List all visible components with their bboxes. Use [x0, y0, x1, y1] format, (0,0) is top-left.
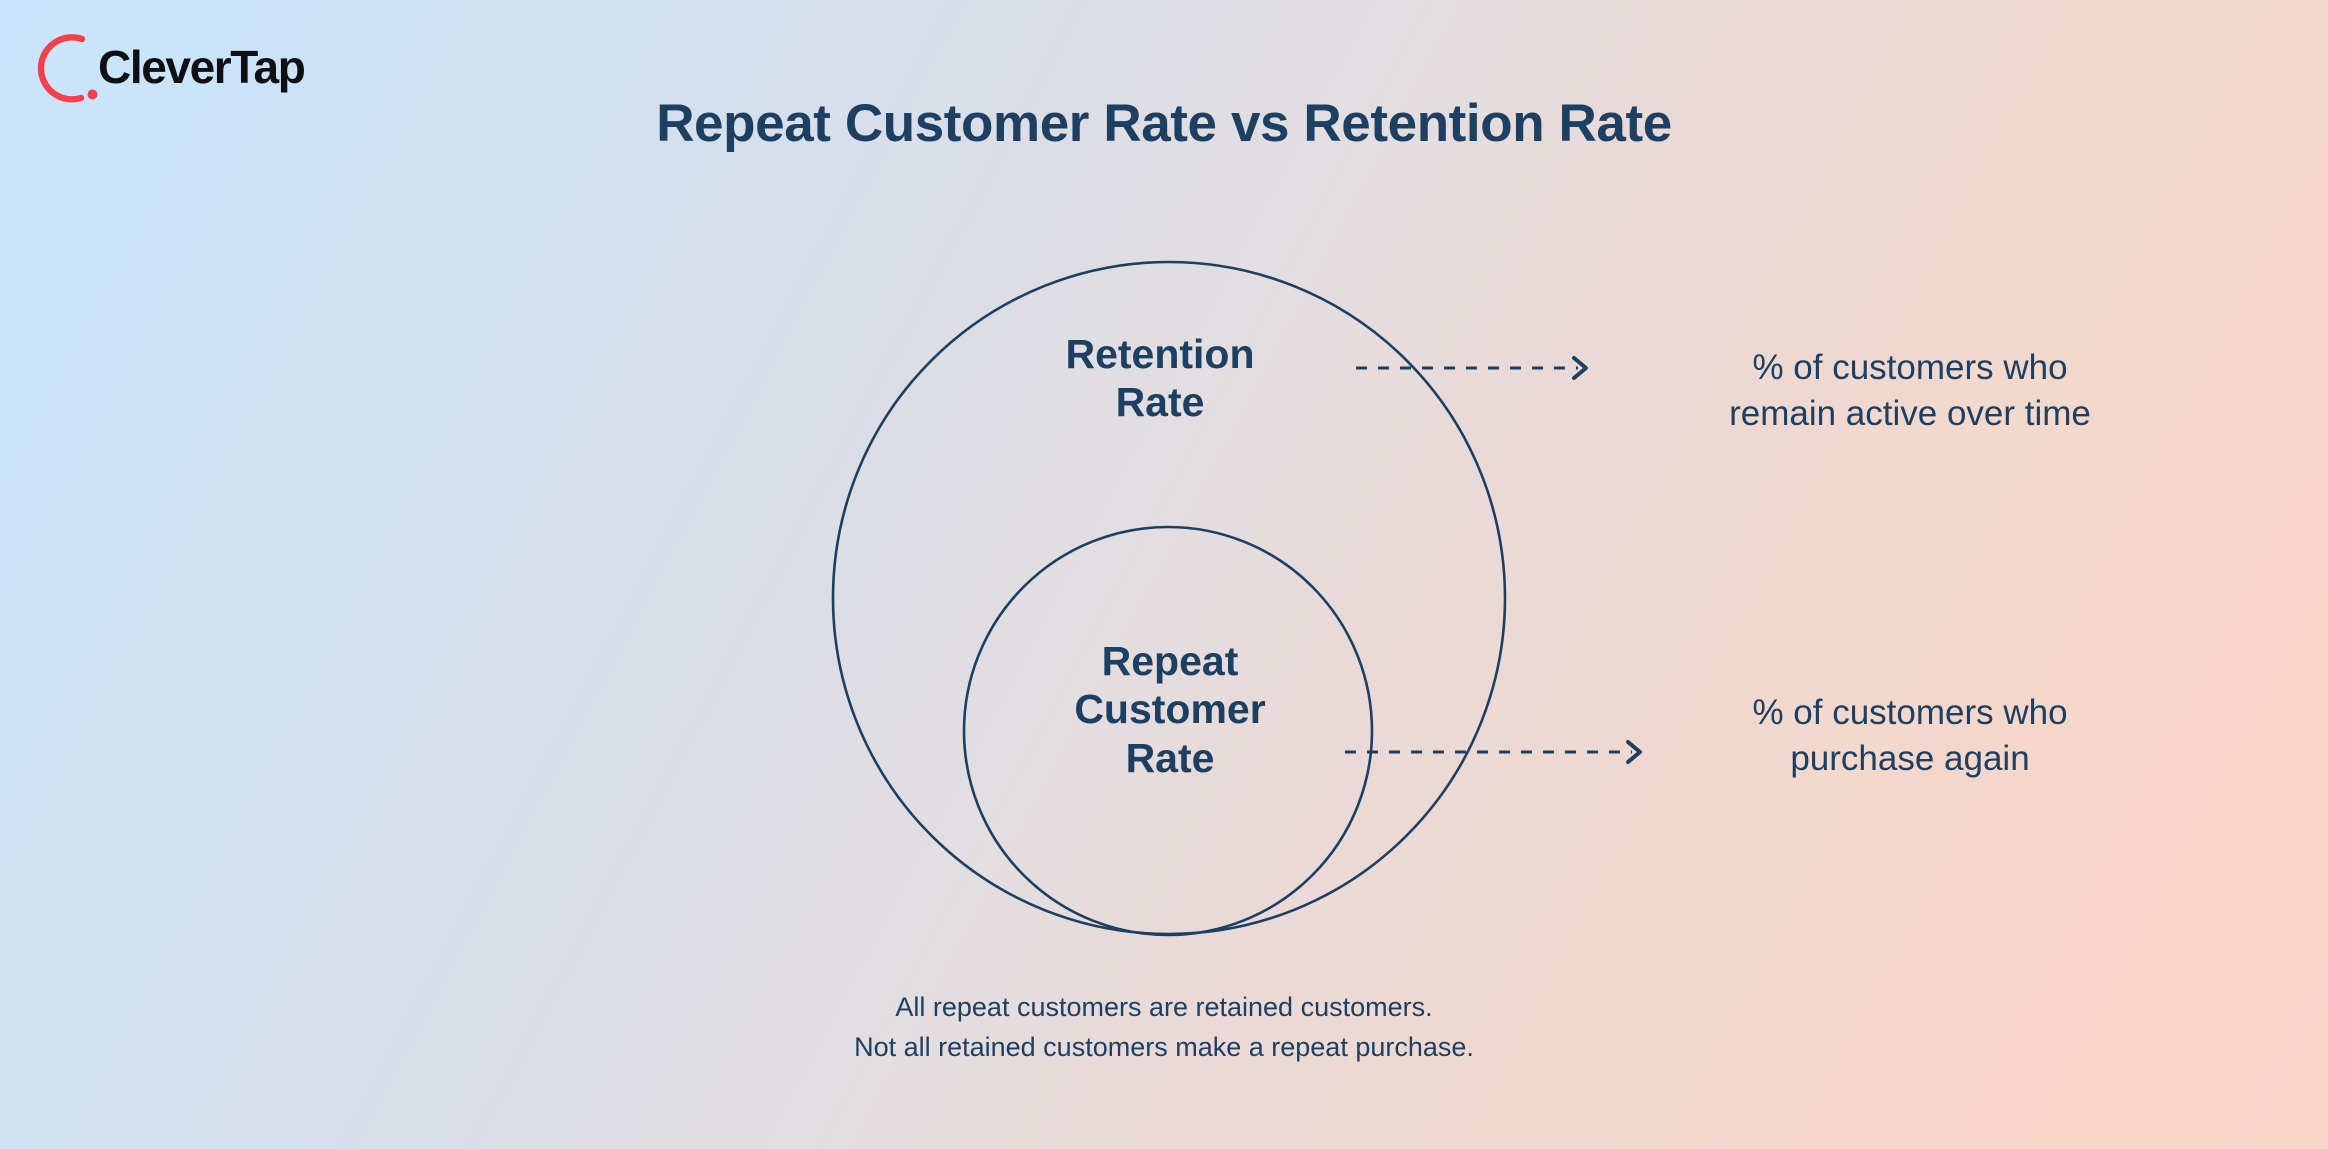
annotation-retention-rate: % of customers who remain active over ti… [1600, 345, 2220, 436]
annotation-retention-line1: % of customers who [1752, 348, 2068, 387]
inner-circle-label: Repeat Customer Rate [960, 637, 1380, 782]
annotation-repeat-line1: % of customers who [1752, 693, 2068, 732]
annotation-repeat-customer-rate: % of customers who purchase again [1600, 690, 2220, 781]
outer-circle-label: Retention Rate [930, 330, 1390, 427]
outer-circle-label-line1: Retention [1065, 331, 1255, 377]
caption: All repeat customers are retained custom… [0, 988, 2328, 1067]
annotation-retention-line2: remain active over time [1729, 393, 2091, 433]
inner-circle-label-line2: Customer [1074, 686, 1266, 733]
logo-wordmark: CleverTap [98, 41, 305, 93]
logo-dot-icon [87, 89, 98, 100]
page-title-text: Repeat Customer Rate vs Retention Rate [656, 94, 1672, 153]
outer-circle-label-line2: Rate [1115, 379, 1205, 426]
inner-circle-label-line1: Repeat [1101, 638, 1239, 684]
caption-line1: All repeat customers are retained custom… [895, 992, 1433, 1022]
annotation-repeat-line2: purchase again [1790, 738, 2030, 778]
page-title: Repeat Customer Rate vs Retention Rate [0, 95, 2328, 152]
clevertap-arc-logo: CleverTap [37, 34, 306, 103]
inner-circle-repeat-customer-rate [962, 525, 1374, 937]
inner-circle-label-line3: Rate [1125, 734, 1215, 781]
logo-arc-icon [37, 34, 86, 103]
clevertap-logo[interactable]: CleverTap [36, 28, 336, 108]
caption-line2: Not all retained customers make a repeat… [854, 1031, 1474, 1062]
